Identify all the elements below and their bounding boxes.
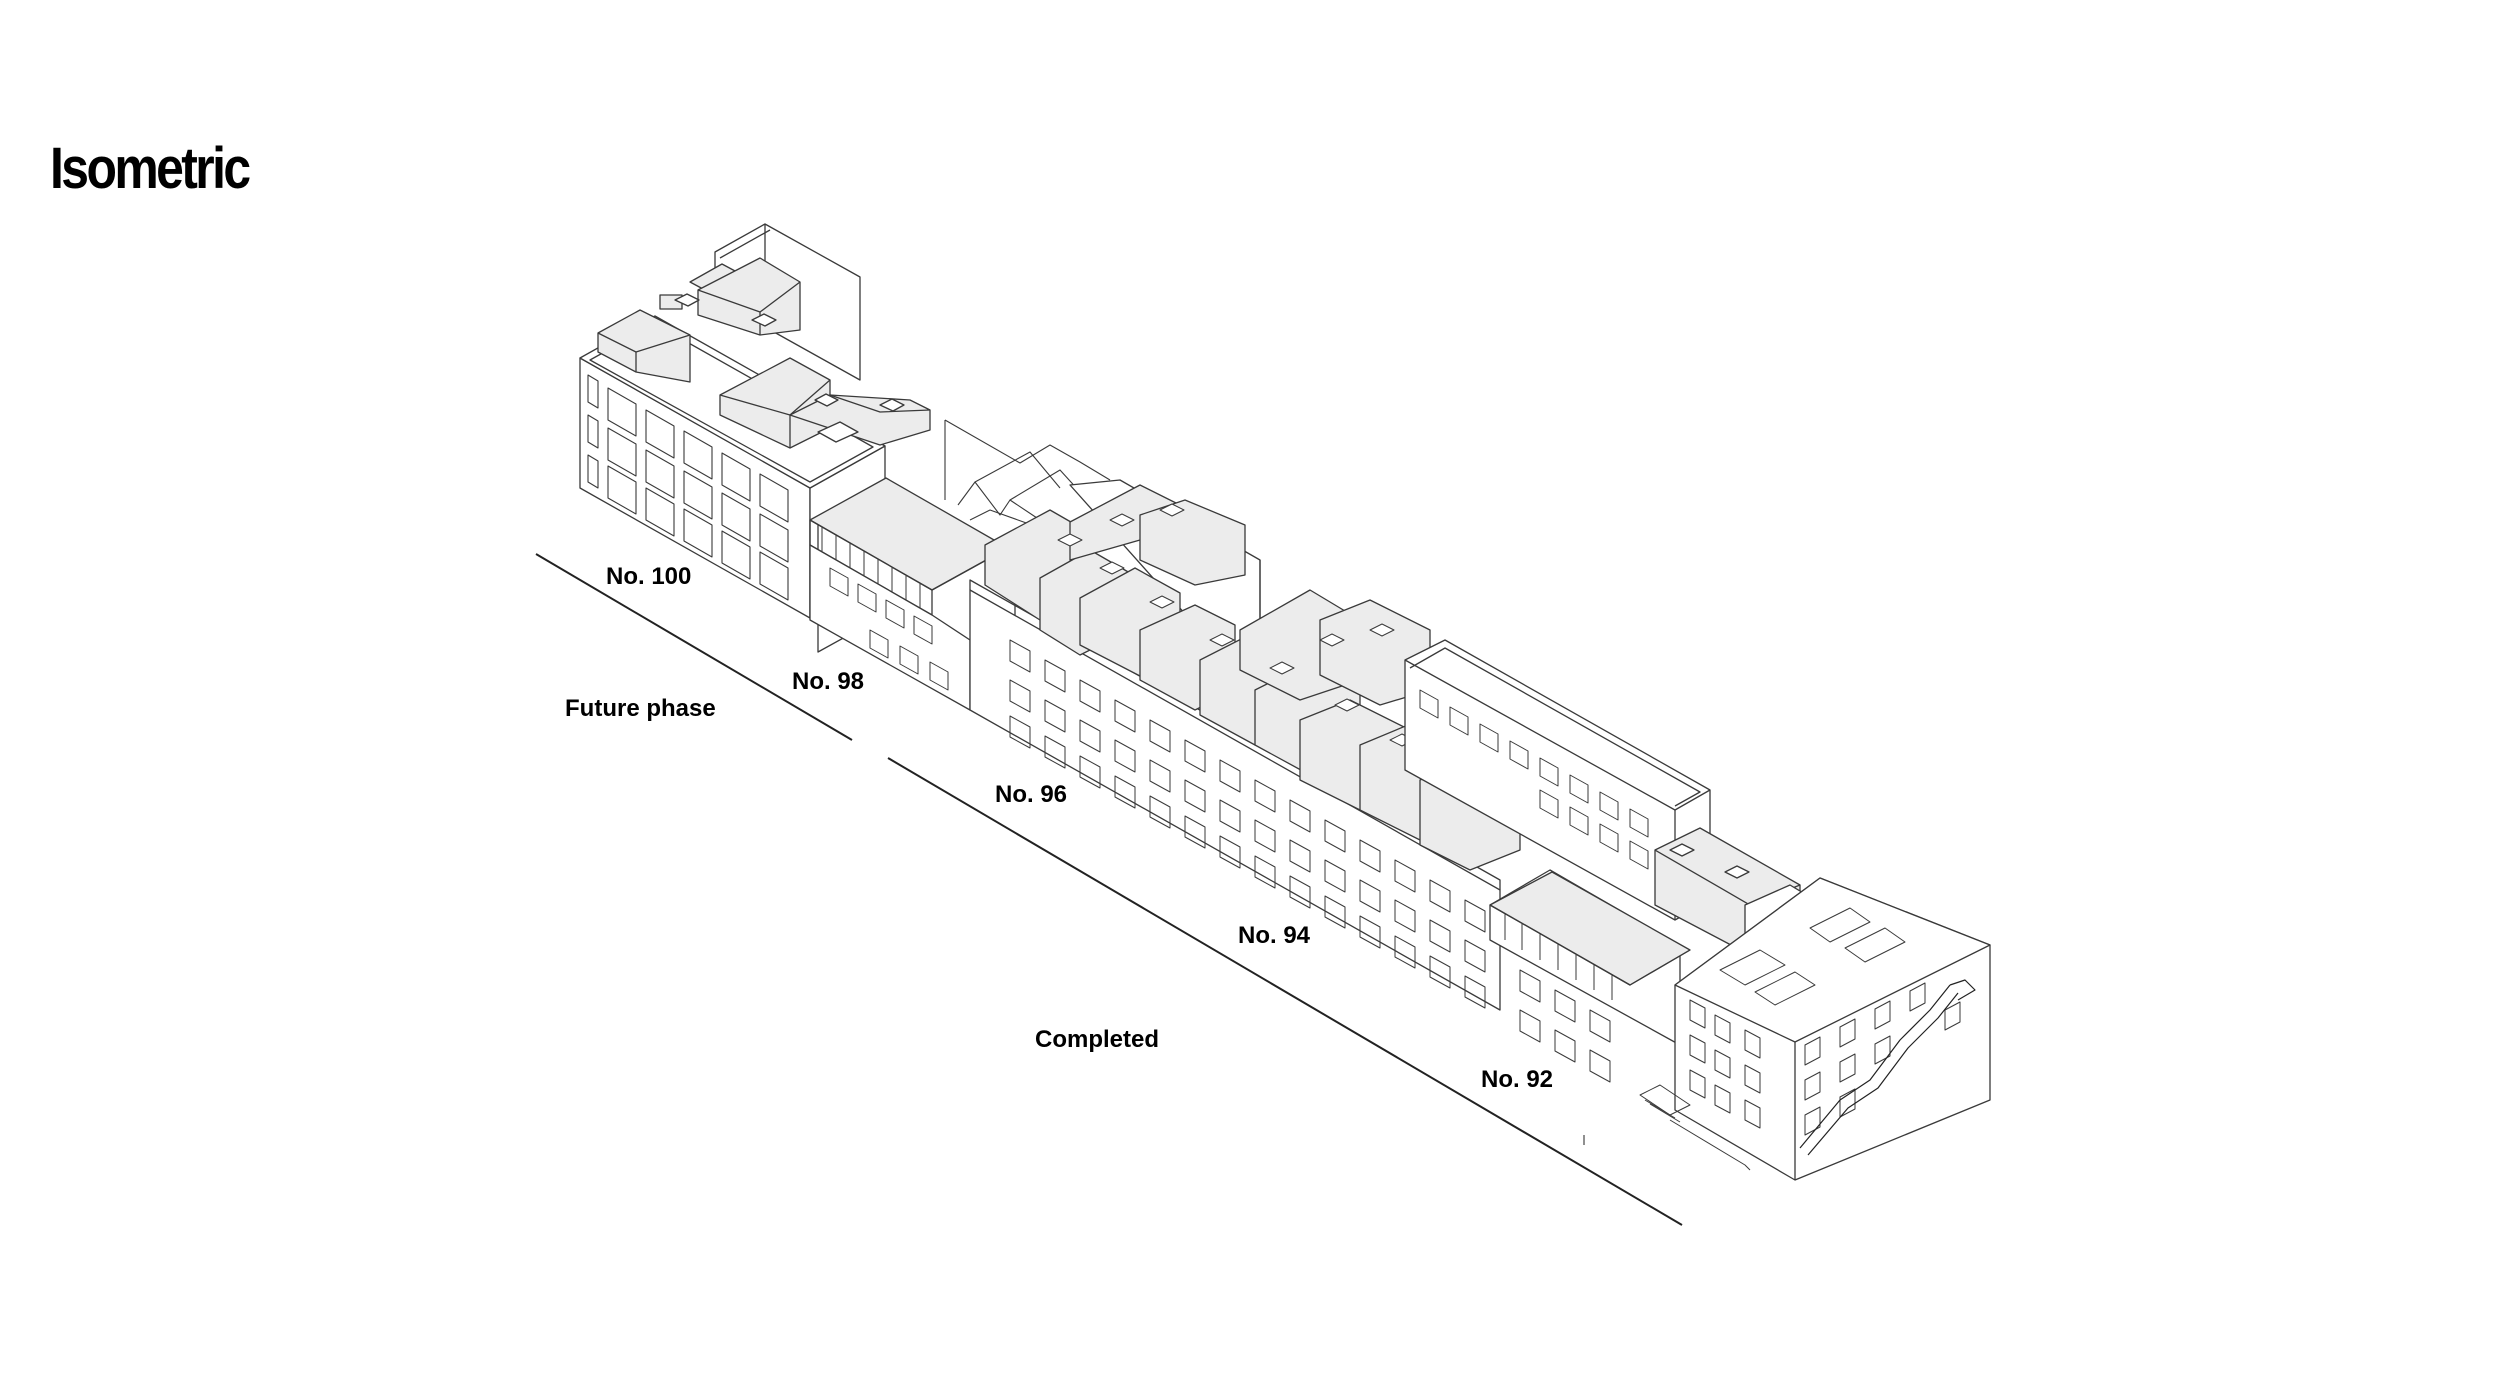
building-no-98: [810, 478, 1015, 710]
building-no-92: [1640, 878, 1990, 1180]
label-no-100: No. 100: [606, 563, 692, 590]
page-title: Isometric: [50, 136, 251, 201]
label-completed: Completed: [1035, 1026, 1160, 1053]
building-no-96: [970, 480, 1520, 1010]
label-future-phase: Future phase: [565, 695, 716, 722]
future-phase-line: [536, 554, 852, 740]
phase-guide-lines: [536, 554, 1682, 1225]
no96-windows: [1010, 640, 1485, 1008]
entry-steps: [1640, 1085, 1750, 1170]
no100-windows: [588, 375, 788, 600]
label-no-94: No. 94: [1238, 922, 1311, 949]
fire-escape-stair: [1800, 980, 1975, 1155]
label-no-98: No. 98: [792, 668, 865, 695]
label-no-92: No. 92: [1481, 1066, 1554, 1093]
completed-line: [888, 758, 1682, 1225]
building-no-100: [580, 224, 930, 618]
label-no-96: No. 96: [995, 781, 1068, 808]
